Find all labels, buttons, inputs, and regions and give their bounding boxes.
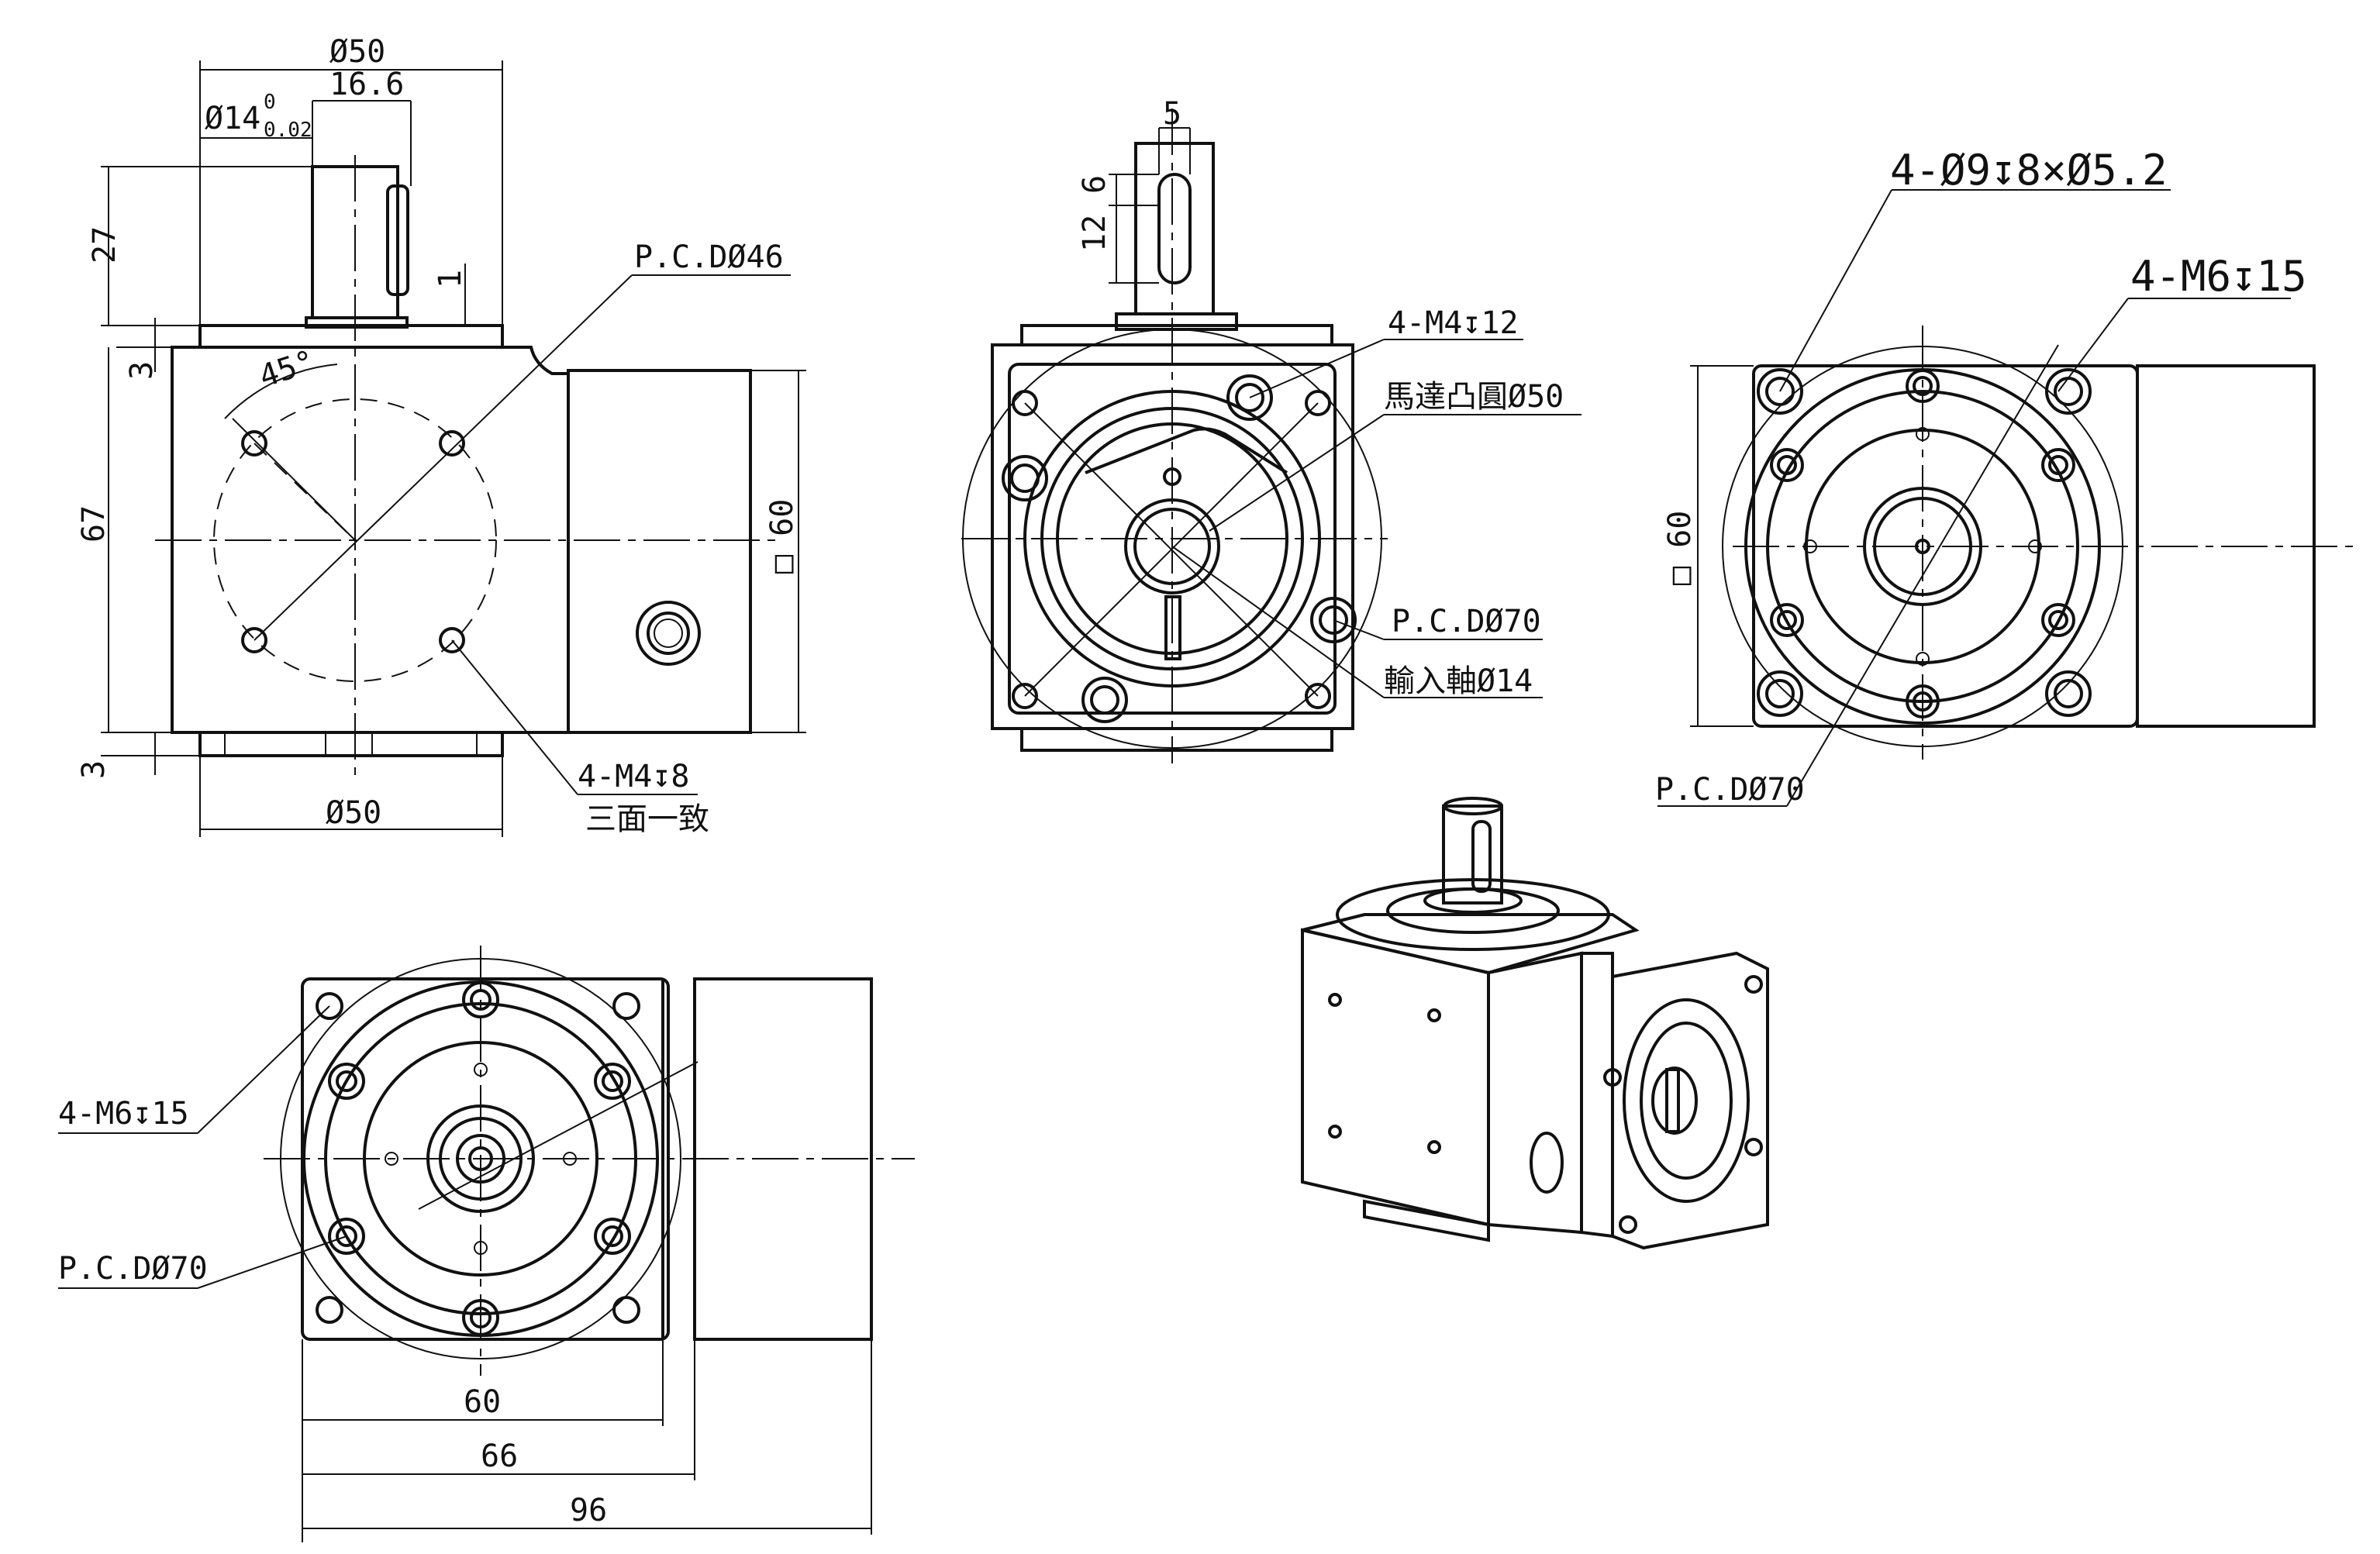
corner-hole-9: [1757, 368, 1803, 415]
callout-pcd-70: P.C.DØ70: [1392, 604, 1541, 639]
svg-text:12: 12: [1077, 215, 1112, 252]
callout-pcd-46: P.C.DØ46: [634, 239, 784, 275]
tap-hole: [439, 627, 465, 653]
tap-hole: [241, 627, 267, 653]
dim-shaft-height: 27: [87, 226, 122, 264]
m6-hole: [328, 1063, 365, 1100]
iso-top-face: [1302, 913, 1640, 975]
callout-tap-m4-12: 4-M4↧12: [1388, 305, 1519, 341]
callout-tap-m6-15: 4-M6↧15: [2130, 252, 2307, 301]
dim-flange-dia-bottom: Ø50: [326, 795, 381, 831]
dim-bottom-66: 66: [481, 1439, 518, 1474]
right-view: 4-Ø9↧8×Ø5.2 4-M6↧15 □ 60 P.C.DØ70: [1655, 146, 2357, 808]
corner-hole-9: [2045, 368, 2092, 415]
corner-hole-9: [2045, 670, 2092, 717]
bottom-view: 4-M6↧15 P.C.DØ70 60 66 96: [58, 946, 915, 1542]
dim-square-60-right: □ 60: [1662, 511, 1698, 585]
m4-hole: [1081, 677, 1128, 723]
m6-hole: [1770, 448, 1804, 482]
isometric-view: [1301, 797, 1769, 1250]
m4-hole: [1226, 374, 1273, 421]
m4-hole: [1002, 455, 1048, 501]
callout-motor-pilot: 馬達凸圓Ø50: [1384, 379, 1564, 415]
side-view: Ø50 16.6 Ø14 0 0.02 27 1 3 67 3 Ø50 45° …: [76, 34, 806, 837]
front-shaft: [1134, 142, 1215, 315]
tap-hole: [439, 430, 465, 457]
key-slot: [1157, 173, 1192, 284]
m6-hole: [1770, 603, 1804, 637]
m6-hole: [594, 1218, 631, 1255]
front-view: 5 6 12 4-M4↧12 馬達凸圓Ø50 P.C.DØ70 輸入軸Ø14: [961, 96, 1581, 763]
m4-hole: [1310, 597, 1357, 643]
svg-text:3: 3: [124, 361, 160, 380]
corner-hole: [1012, 683, 1038, 709]
iso-bore-ring: [1623, 998, 1750, 1203]
m6-hole: [2041, 448, 2075, 482]
dim-flange-dia-top: Ø50: [329, 34, 385, 70]
dim-shaft-dia: Ø14: [205, 101, 260, 136]
dim-key-width: 5: [1163, 96, 1181, 132]
dim-bottom-60: 60: [464, 1384, 501, 1420]
dim-square-60: □ 60: [764, 499, 800, 574]
dim-bottom-96: 96: [570, 1493, 607, 1528]
shaft-key: [386, 184, 409, 296]
motor-adapter-housing: [567, 369, 752, 734]
dim-angle: 45°: [255, 343, 319, 395]
dim-body-height: 67: [76, 505, 112, 543]
bottom-flange: [198, 731, 504, 757]
callout-input-shaft: 輸入軸Ø14: [1384, 663, 1533, 699]
callout-bottom-tap-m6: 4-M6↧15: [58, 1096, 189, 1132]
m6-hole: [2041, 603, 2075, 637]
svg-text:0: 0: [264, 91, 276, 114]
dim-key-offset: 16.6: [329, 67, 404, 102]
top-flange: [198, 324, 504, 349]
svg-text:6: 6: [1077, 175, 1112, 194]
corner-hole-9: [1757, 670, 1803, 717]
m6-hole: [328, 1218, 365, 1255]
callout-pcd-70-right: P.C.DØ70: [1655, 772, 1805, 808]
svg-text:0.02: 0.02: [264, 119, 312, 142]
corner-hole: [1305, 390, 1331, 416]
iso-shaft: [1442, 805, 1503, 904]
callout-tap-m4: 4-M4↧8: [578, 759, 690, 794]
iso-left-face: [1301, 928, 1490, 1227]
svg-text:1: 1: [433, 270, 468, 288]
note-three-faces: 三面一致: [585, 801, 709, 837]
corner-hole: [1012, 390, 1038, 416]
side-plug: [636, 601, 701, 666]
iso-motor-flange: [1611, 951, 1769, 1250]
iso-side-plug: [1530, 1132, 1564, 1194]
svg-text:3: 3: [76, 760, 112, 779]
callout-holes-9: 4-Ø9↧8×Ø5.2: [1890, 146, 2168, 195]
corner-hole: [1305, 683, 1331, 709]
callout-bottom-pcd-70: P.C.DØ70: [58, 1251, 208, 1287]
tap-hole: [241, 430, 267, 457]
m6-hole: [594, 1063, 631, 1100]
